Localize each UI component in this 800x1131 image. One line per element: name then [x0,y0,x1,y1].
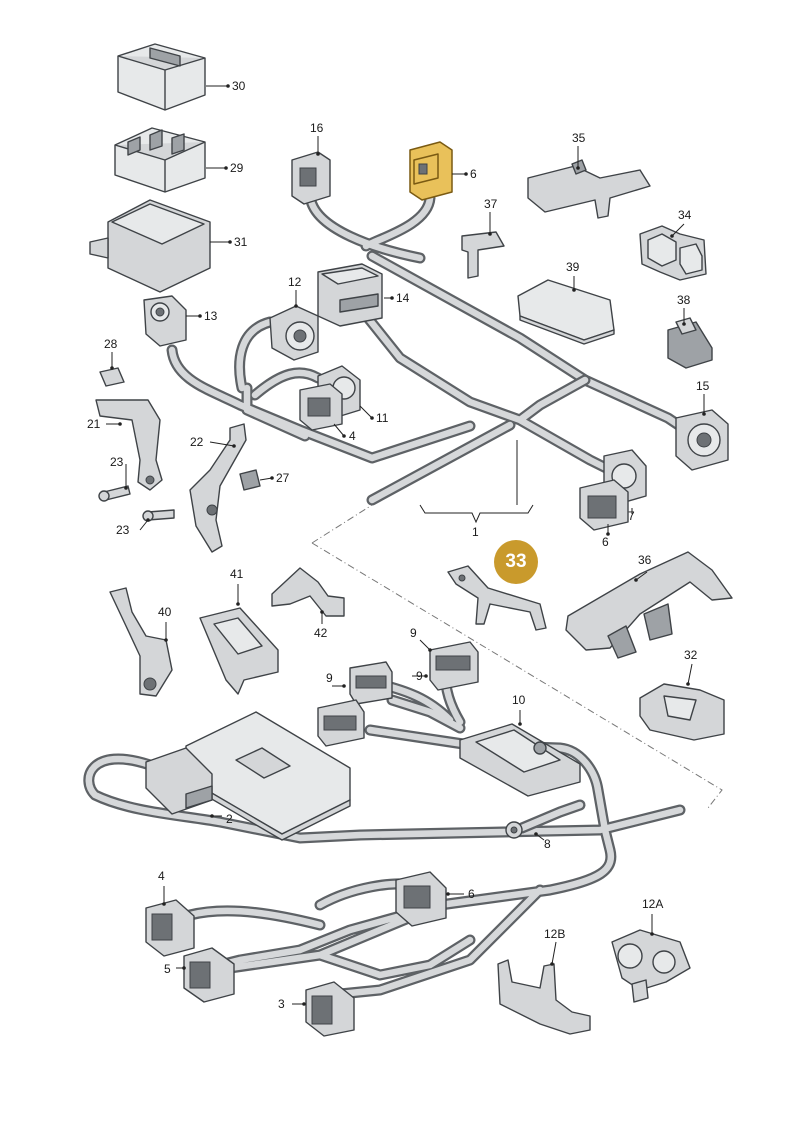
label-42: 42 [314,626,328,640]
label-8: 8 [544,837,551,851]
label-9-right: 9 [416,669,423,683]
label-23-lower: 23 [116,523,130,537]
label-12: 12 [288,275,302,289]
connector-4-upper [299,383,343,431]
label-30: 30 [232,79,246,93]
label-14: 14 [396,291,410,305]
connector-5 [183,947,235,1003]
holder-38 [667,317,713,369]
label-13: 13 [204,309,218,323]
sensor-10 [459,723,581,797]
label-12A: 12A [642,897,664,911]
bolt-23-lower [142,509,175,522]
connector-6-highlighted [409,141,453,201]
label-11: 11 [376,411,389,425]
connector-6-lower-right [579,479,629,531]
connector-3 [305,981,355,1037]
fuse-box-housing-31 [89,199,211,293]
connector-9-top [429,641,479,691]
connector-9-middle [349,661,393,705]
fuse-holder-29 [114,127,206,193]
clip-28 [99,367,125,387]
label-6-top: 6 [470,167,477,181]
label-29: 29 [230,161,244,175]
label-27: 27 [276,471,290,485]
connector-14 [317,263,383,327]
cover-39 [517,279,615,345]
label-1: 1 [472,525,479,539]
label-23-upper: 23 [110,455,124,469]
clip-12A [611,929,691,1003]
label-16: 16 [310,121,324,135]
label-35: 35 [572,131,586,145]
clip-34 [639,225,707,281]
clip-27 [239,469,261,491]
leader-lines [106,84,706,1006]
label-34: 34 [678,208,692,222]
label-32: 32 [684,648,698,662]
label-4-lower: 4 [158,869,165,883]
label-39: 39 [566,260,580,274]
label-9-left: 9 [326,671,333,685]
label-37: 37 [484,197,498,211]
bracket-21 [95,399,163,491]
label-6-lower: 6 [468,887,475,901]
relay-carrier-30 [117,43,206,111]
label-2: 2 [226,812,233,826]
connector-13 [143,295,187,347]
connector-4-lower [145,899,195,957]
upper-harness [166,189,689,506]
bracket-22 [189,423,247,553]
label-4-upper: 4 [349,429,356,443]
bracket-41 [199,607,279,695]
highlight-badge-33[interactable]: 33 [494,540,538,584]
bracket-35 [527,159,651,219]
connector-6-lower [395,871,447,927]
bracket-33 [447,565,547,631]
label-12B: 12B [544,927,566,941]
bracket-36 [565,551,733,659]
connector-9-lower [317,699,365,747]
label-9-top: 9 [410,626,417,640]
connector-15 [675,409,729,471]
ground-eyelet-8 [505,821,523,839]
clip-32 [639,683,725,741]
label-31: 31 [234,235,248,249]
bracket-40 [109,587,173,697]
label-15: 15 [696,379,710,393]
label-3: 3 [278,997,285,1011]
label-22: 22 [190,435,204,449]
group-outline [311,504,723,809]
label-28: 28 [104,337,118,351]
connector-12 [269,305,319,361]
bracket-37 [461,231,505,279]
label-36: 36 [638,553,652,567]
clip-42 [271,567,345,617]
label-6-right: 6 [602,535,609,549]
label-10: 10 [512,693,526,707]
connector-2 [145,747,213,815]
bracket-12B [497,959,591,1035]
connector-16 [291,151,331,205]
label-40: 40 [158,605,172,619]
label-38: 38 [677,293,691,307]
bolt-23-upper [98,485,131,502]
label-7: 7 [628,509,635,523]
label-41: 41 [230,567,244,581]
label-21: 21 [87,417,101,431]
label-5: 5 [164,962,171,976]
